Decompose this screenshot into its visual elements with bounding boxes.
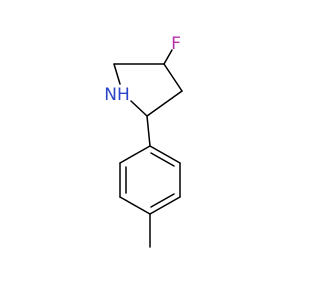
bond-aryl-double-1 xyxy=(150,152,175,167)
bond-aryl-4 xyxy=(119,196,151,215)
bond-aryl-3 xyxy=(149,196,181,215)
fluorine-label: F xyxy=(171,34,181,54)
bond-c4-f xyxy=(163,49,173,65)
bond-c2-aryl xyxy=(146,115,151,147)
bond-aryl-double-2 xyxy=(150,193,175,208)
bond-c3-c4 xyxy=(163,63,183,92)
bond-c2-c3 xyxy=(146,90,183,117)
bond-aryl-1 xyxy=(149,145,181,164)
molecule-structure: F NH xyxy=(104,34,183,248)
bond-c5-n xyxy=(113,63,121,85)
nitrogen-label: NH xyxy=(104,85,130,105)
bond-aryl-6 xyxy=(119,145,151,164)
bond-n-c2 xyxy=(130,100,148,117)
